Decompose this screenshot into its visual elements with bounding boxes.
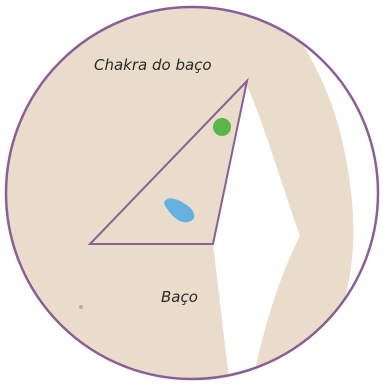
chakra-label: Chakra do baço xyxy=(94,58,212,73)
spleen-label: Baço xyxy=(161,290,198,305)
skin-speck xyxy=(79,305,83,309)
chakra-point-green xyxy=(213,118,231,136)
